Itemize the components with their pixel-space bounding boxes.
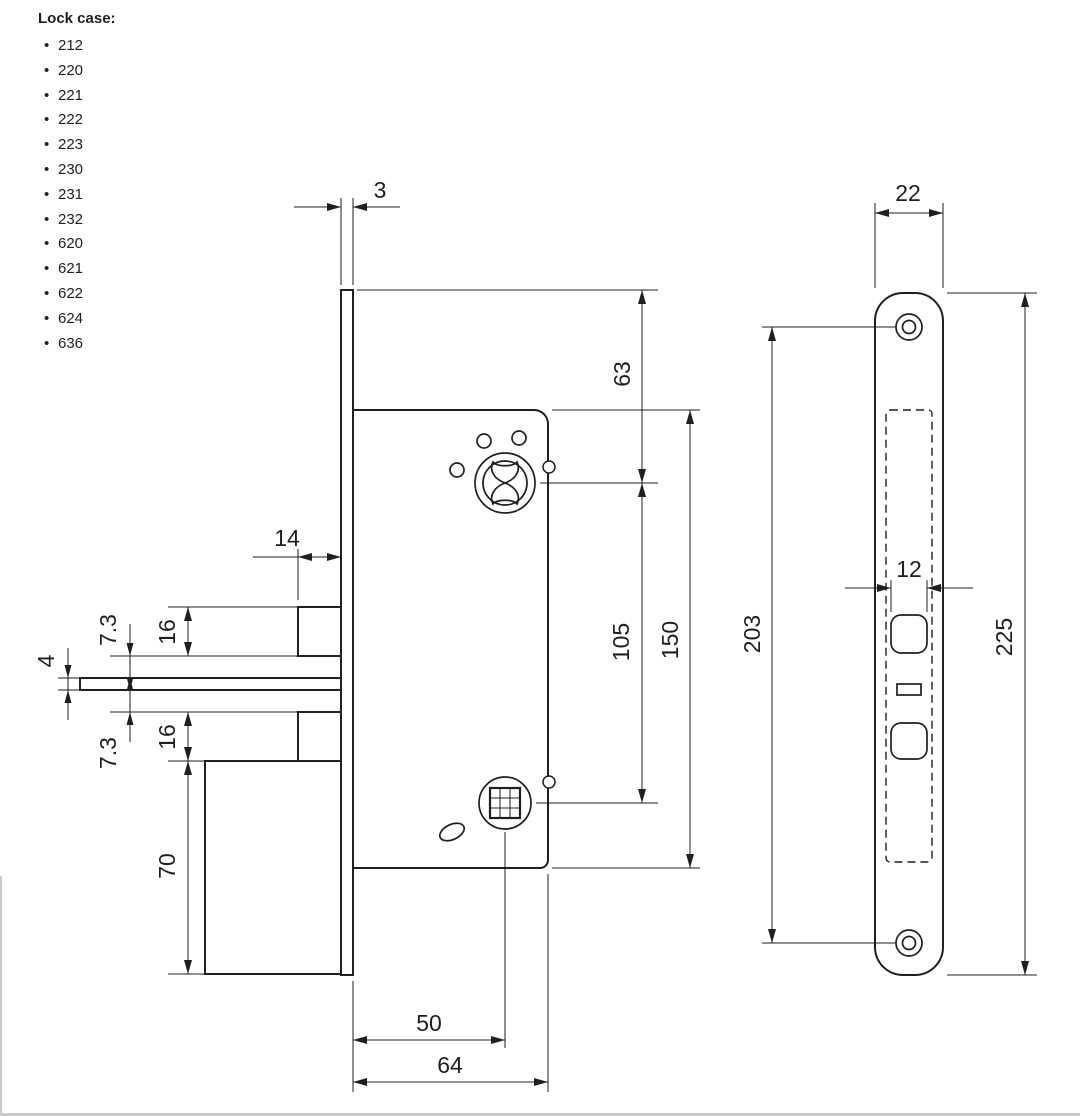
list-item: 621 (44, 257, 116, 282)
list-item: 221 (44, 84, 116, 109)
lock-case-items: 212 220 221 222 223 230 231 232 620 621 … (38, 34, 116, 356)
cylinder-cam-top (490, 460, 520, 484)
dim-gap-top: 7.3 (95, 614, 121, 646)
hidden-case-outline (885, 409, 933, 863)
lock-case-title: Lock case: (38, 10, 116, 27)
dim-hole-width: 12 (896, 556, 922, 582)
dim-strip-thickness: 4 (33, 654, 59, 667)
list-item: 620 (44, 232, 116, 257)
edge-notch-top (542, 460, 556, 474)
dim-gap-bottom: 7.3 (95, 737, 121, 769)
faceplate-front (874, 292, 944, 976)
slot-opening (896, 683, 922, 696)
spindle-hole (478, 776, 532, 830)
list-item: 220 (44, 59, 116, 84)
edge-notch-bottom (542, 775, 556, 789)
dim-case-depth: 64 (437, 1052, 463, 1078)
dim-plate-height: 225 (991, 618, 1017, 656)
dim-latch-depth: 14 (274, 525, 300, 551)
dim-screw-center-distance: 203 (739, 615, 765, 653)
lock-case-body (352, 409, 549, 869)
cylinder-hole (474, 452, 536, 514)
side-view: 3 14 16 7. (33, 177, 700, 1092)
list-item: 223 (44, 133, 116, 158)
list-item: 231 (44, 183, 116, 208)
front-view-dimensions: 22 12 203 225 (739, 180, 1037, 976)
connecting-strip (79, 677, 342, 691)
dim-lower-block-height: 70 (154, 853, 180, 879)
lock-case-list: Lock case: 212 220 221 222 223 230 231 2… (38, 10, 116, 356)
dim-latch-height-top: 16 (154, 619, 180, 645)
oval-slot (438, 822, 466, 842)
latch-bolt-top (297, 606, 342, 657)
lower-block (204, 760, 342, 975)
dim-plate-top-to-cylinder: 63 (609, 361, 635, 387)
front-view: 22 12 203 225 (739, 180, 1037, 976)
list-item: 222 (44, 108, 116, 133)
list-item: 624 (44, 307, 116, 332)
page-edge-artifact-left (0, 876, 2, 1116)
case-screw-holes (449, 430, 527, 478)
list-item: 230 (44, 158, 116, 183)
latch-opening-top (890, 614, 928, 654)
list-item: 212 (44, 34, 116, 59)
list-item: 622 (44, 282, 116, 307)
dim-latch-height-bottom: 16 (154, 724, 180, 750)
dim-case-height: 150 (657, 621, 683, 659)
faceplate-edge (340, 289, 354, 976)
dim-plate-width: 22 (895, 180, 921, 206)
page-edge-artifact-bottom (0, 1113, 1080, 1116)
list-item: 636 (44, 332, 116, 357)
latch-opening-bottom (890, 722, 928, 760)
list-item: 232 (44, 208, 116, 233)
cylinder-cam-bottom (490, 482, 520, 506)
side-view-dimensions: 3 14 16 7. (33, 177, 700, 1092)
dim-cylinder-to-spindle: 105 (608, 623, 634, 661)
latch-bolt-bottom (297, 711, 342, 762)
dim-plate-thickness: 3 (374, 177, 387, 203)
dim-backset: 50 (416, 1010, 442, 1036)
